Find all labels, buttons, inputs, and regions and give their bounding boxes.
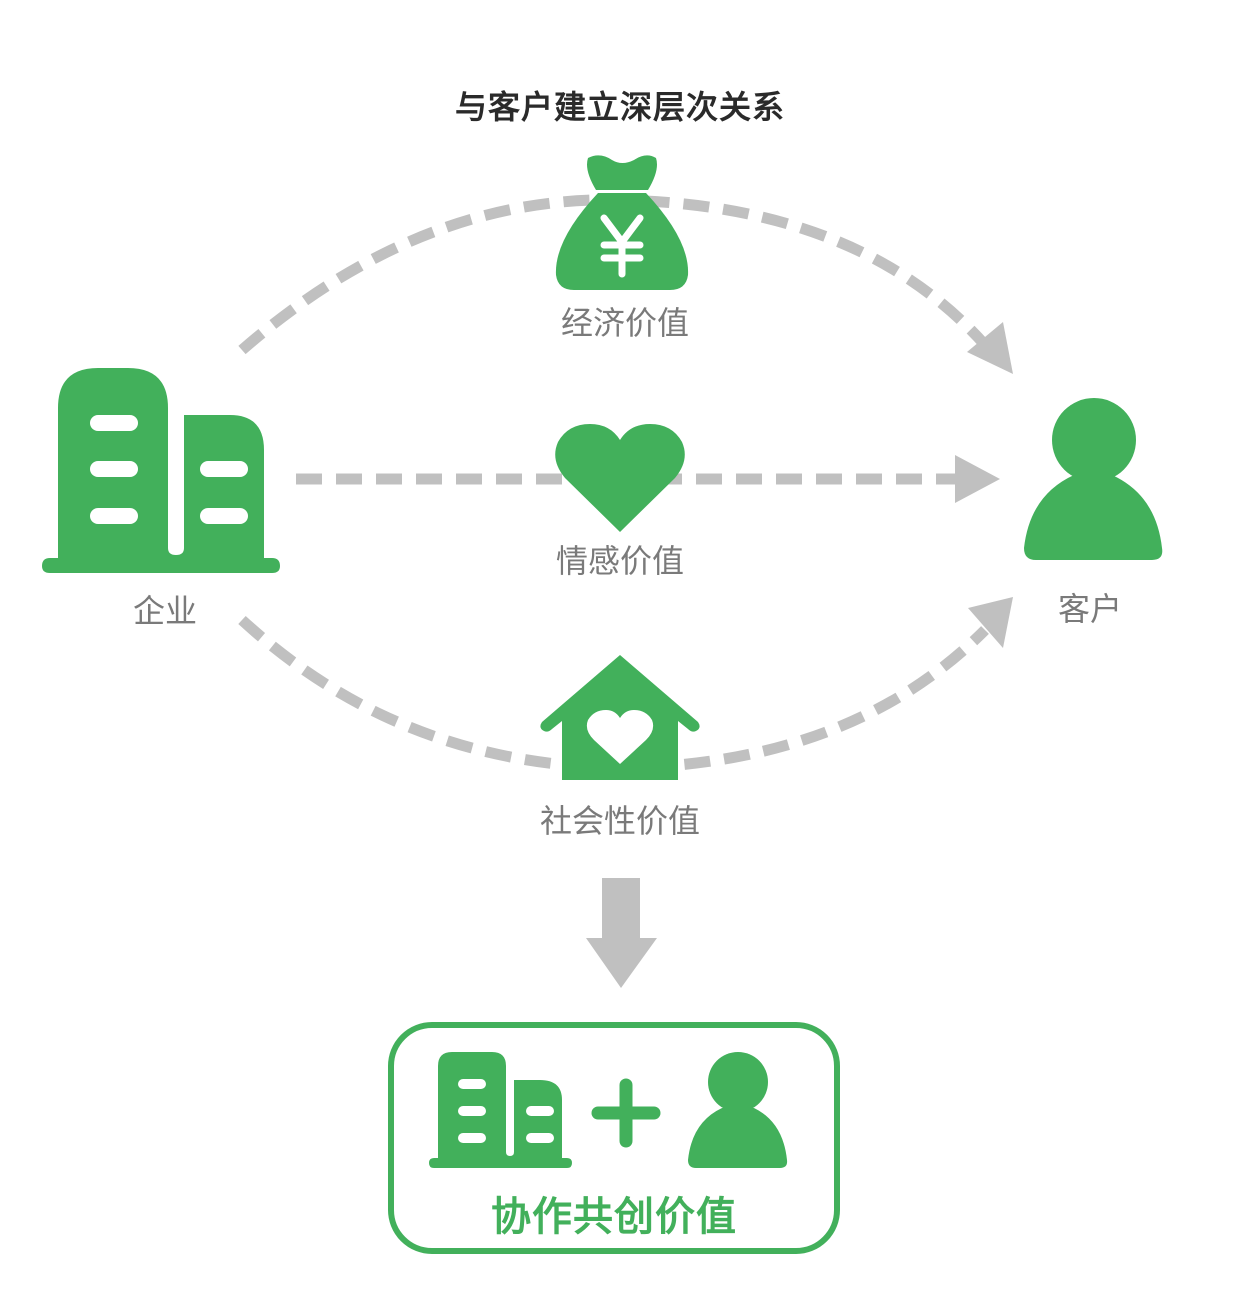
result-user-icon [688, 1052, 788, 1168]
social-value-label: 社会性价值 [539, 802, 700, 840]
customer-label: 客户 [1057, 590, 1122, 628]
result-label: 协作共创价值 [491, 1194, 737, 1240]
money-bag-yen-icon [555, 155, 689, 290]
arrowhead-economic [967, 322, 1013, 374]
result-box [388, 1022, 840, 1254]
house-heart-icon [540, 655, 700, 780]
heart-icon [555, 424, 685, 532]
user-icon [1024, 398, 1163, 560]
result-building-icon [429, 1052, 572, 1168]
arrowhead-emotional [955, 455, 1000, 503]
arrowheads [955, 322, 1013, 648]
building-icon [42, 368, 280, 573]
emotional-value-label: 情感价值 [555, 542, 684, 580]
plus-icon [591, 1078, 661, 1148]
diagram-title: 与客户建立深层次关系 [454, 88, 785, 126]
enterprise-label: 企业 [132, 592, 197, 630]
economic-value-label: 经济价值 [560, 304, 689, 342]
arrowhead-social [968, 597, 1013, 648]
down-arrow-icon [586, 878, 657, 988]
